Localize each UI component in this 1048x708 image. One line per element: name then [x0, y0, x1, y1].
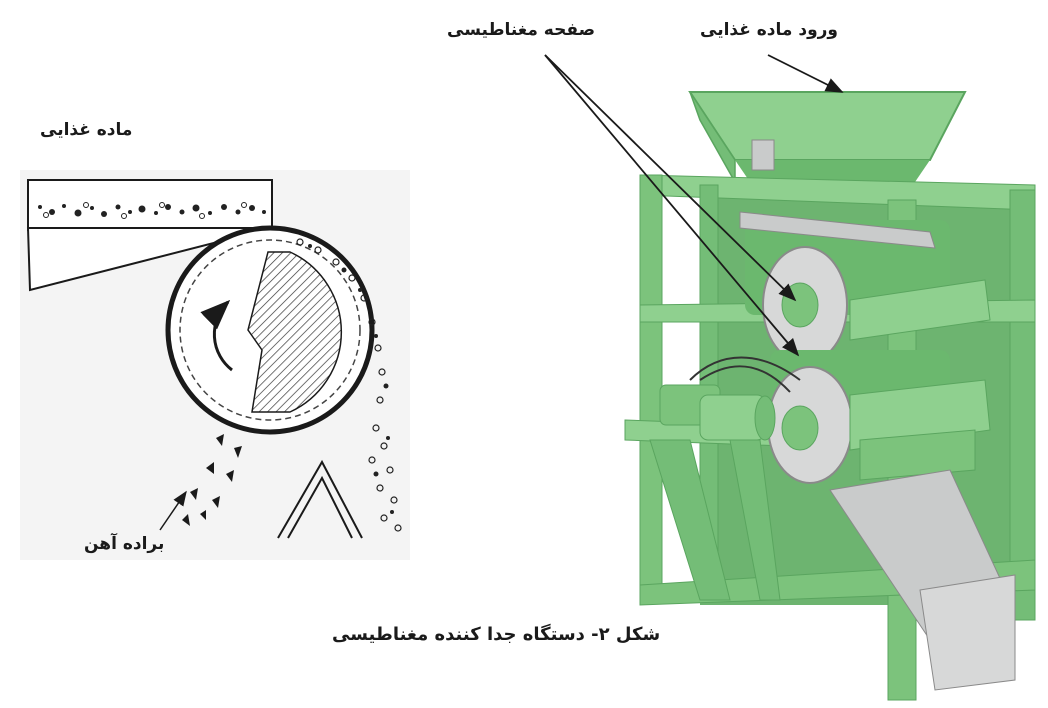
plate-arrow-upper-icon [544, 54, 797, 302]
feed-hopper [688, 91, 967, 185]
food-material-label: ماده غذایی [40, 120, 133, 140]
magnet-segment [247, 251, 343, 413]
magnetic-separator-machine [624, 91, 1036, 701]
inlet-arrow-icon [767, 54, 844, 93]
lower-drum [767, 350, 991, 484]
divider-wedge [277, 459, 363, 539]
magnetic-plate-label: صفحه مغناطیسی [447, 20, 596, 40]
food-inlet-label: ورود ماده غذایی [700, 20, 838, 40]
rotation-arrow-icon [200, 299, 233, 372]
falling-food-particles [296, 238, 402, 532]
iron-filings-label: براده آهن [84, 534, 165, 554]
filings-arrow-icon [159, 490, 187, 531]
figure-caption: شکل ۲- دستگاه جدا کننده مغناطیسی [332, 624, 661, 645]
leader-lines [544, 54, 844, 357]
outlet-chutes [829, 469, 1016, 691]
falling-iron-filings [182, 434, 242, 526]
plate-arrow-lower-icon [544, 54, 800, 357]
magnetic-drum [165, 225, 375, 435]
motor [659, 356, 801, 441]
separator-schematic [20, 170, 410, 560]
